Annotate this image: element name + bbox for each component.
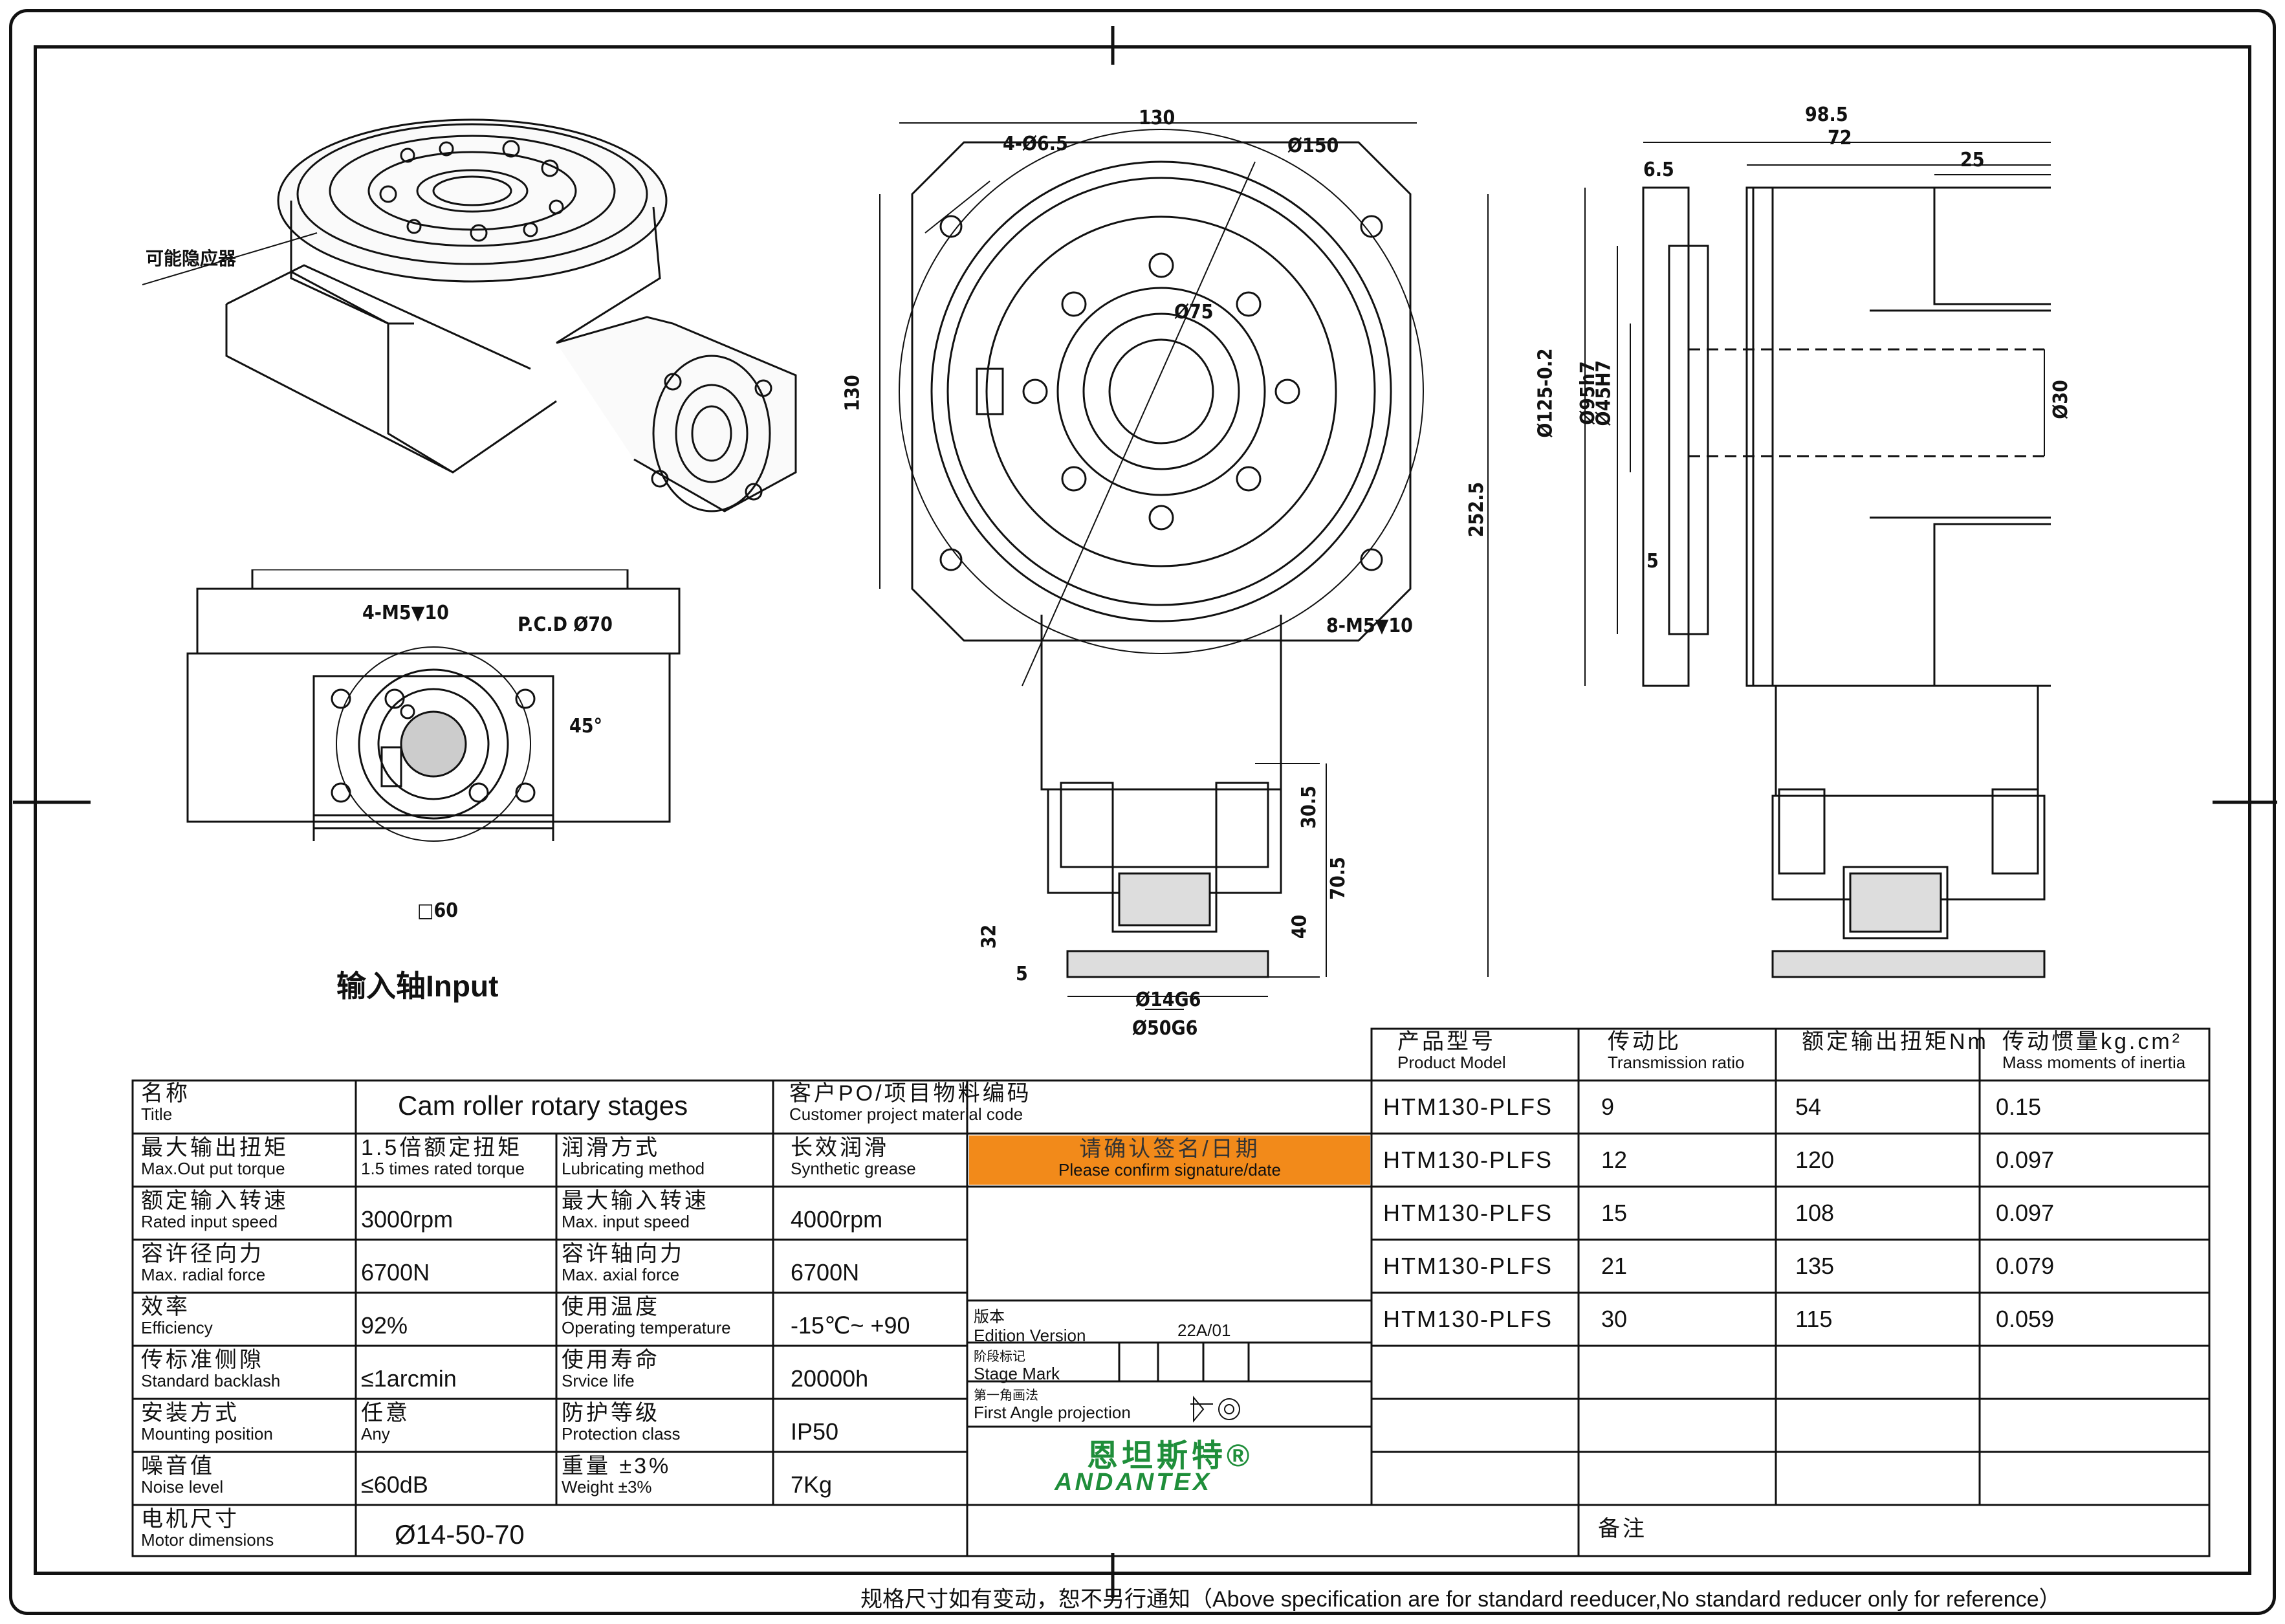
spec-cell: 3000rpm xyxy=(361,1206,454,1233)
input-view xyxy=(186,569,681,842)
model-cell: 108 xyxy=(1795,1200,1835,1226)
side-view xyxy=(1584,142,2051,978)
spec-cell: 6700N xyxy=(361,1259,430,1286)
model-cell: 135 xyxy=(1795,1253,1835,1279)
side-d5-dim: 5 xyxy=(1646,550,1659,573)
spec-cell: ≤60dB xyxy=(361,1471,428,1498)
angle-label: 第一角画法 First Angle projection xyxy=(974,1388,1131,1422)
spec-cell: 重量 ±3%Weight ±3% xyxy=(562,1454,672,1497)
model-cell: 9 xyxy=(1601,1093,1615,1120)
brand-logo: ANDANTEX xyxy=(1055,1469,1212,1496)
model-cell: 54 xyxy=(1795,1093,1822,1120)
brand-cn: 恩坦斯特® xyxy=(1087,1439,1254,1473)
outer-frame xyxy=(9,9,2276,1615)
remark-label: 备注 xyxy=(1598,1517,1647,1541)
model-cell: 30 xyxy=(1601,1306,1628,1332)
spec-cell: -15℃~ +90 xyxy=(791,1312,910,1339)
input-angle-dim: 45° xyxy=(569,715,603,738)
spec-cell: 92% xyxy=(361,1312,408,1339)
model-cell: HTM130-PLFS xyxy=(1383,1093,1553,1120)
side-d72-dim: 72 xyxy=(1828,127,1852,149)
front-holes-dim: 4-Ø6.5 xyxy=(1003,133,1068,155)
sensor-callout: 可能隐应器 xyxy=(146,248,237,269)
input-threads-dim: 4-M5▼10 xyxy=(362,602,449,624)
spec-cell: 7Kg xyxy=(791,1471,833,1498)
spec-cell: 20000h xyxy=(791,1365,869,1392)
title-label: 名称 Title xyxy=(141,1081,190,1124)
input-pcd-dim: P.C.D Ø70 xyxy=(518,613,613,636)
front-d14-dim: Ø14G6 xyxy=(1135,989,1201,1011)
drawing-sheet xyxy=(34,45,2251,1575)
input-square-dim: □60 xyxy=(417,899,459,922)
side-d6-5-dim: 6.5 xyxy=(1643,159,1674,181)
model-cell: 0.059 xyxy=(1996,1306,2055,1332)
customer-code-label: 客户PO/项目物料编码 Customer project material co… xyxy=(789,1081,1032,1124)
front-view xyxy=(879,122,1489,1010)
model-cell: 0.079 xyxy=(1996,1253,2055,1279)
model-cell: 21 xyxy=(1601,1253,1628,1279)
edition-value: 22A/01 xyxy=(1177,1321,1231,1340)
model-cell: 0.15 xyxy=(1996,1093,2042,1120)
model-cell: 15 xyxy=(1601,1200,1628,1226)
side-total-dim: 98.5 xyxy=(1805,104,1848,126)
model-cell: 0.097 xyxy=(1996,1200,2055,1226)
spec-cell: IP50 xyxy=(791,1418,839,1445)
title-value: Cam roller rotary stages xyxy=(398,1090,688,1121)
model-cell: 0.097 xyxy=(1996,1147,2055,1173)
footer-note: 规格尺寸如有变动，恕不另行通知（Above specification are … xyxy=(860,1587,2061,1612)
confirm-label: 请确认签名/日期 Please confirm signature/date xyxy=(1058,1137,1281,1180)
front-d50-dim: Ø50G6 xyxy=(1132,1017,1198,1040)
front-bore-dim: Ø75 xyxy=(1174,301,1214,324)
front-outer-dia-dim: Ø150 xyxy=(1287,135,1339,157)
spec-cell: 4000rpm xyxy=(791,1206,883,1233)
model-header: 额定输出扭矩Nm xyxy=(1802,1029,1989,1054)
front-threads-dim: 8-M5▼10 xyxy=(1326,615,1413,637)
edition-label: 版本 Edition Version xyxy=(974,1308,1086,1345)
model-cell: 120 xyxy=(1795,1147,1835,1173)
model-cell: HTM130-PLFS xyxy=(1383,1306,1553,1332)
spec-cell: ≤1arcmin xyxy=(361,1365,457,1392)
model-cell: HTM130-PLFS xyxy=(1383,1147,1553,1173)
spec-cell: 6700N xyxy=(791,1259,860,1286)
model-cell: HTM130-PLFS xyxy=(1383,1200,1553,1226)
model-cell: HTM130-PLFS xyxy=(1383,1253,1553,1279)
model-cell: 115 xyxy=(1795,1306,1833,1332)
side-d25-dim: 25 xyxy=(1960,149,1985,171)
front-width-dim: 130 xyxy=(1139,107,1175,129)
stage-label: 阶段标记 Stage Mark xyxy=(974,1350,1060,1383)
front-d5-dim: 5 xyxy=(1016,963,1028,985)
input-caption: 输入轴Input xyxy=(336,969,499,1003)
motor-value: Ø14-50-70 xyxy=(395,1519,525,1550)
motor-label: 电机尺寸 Motor dimensions xyxy=(141,1507,274,1550)
confirm-highlight xyxy=(969,1136,1370,1185)
isometric-view xyxy=(142,118,797,512)
model-cell: 12 xyxy=(1601,1147,1628,1173)
